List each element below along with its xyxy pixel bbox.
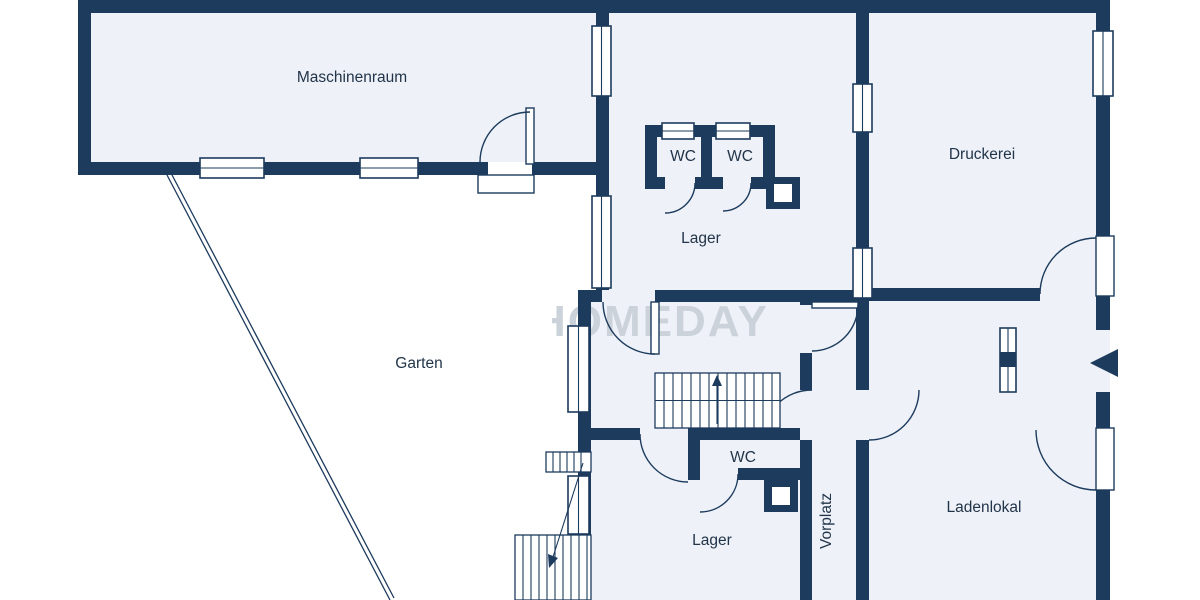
room-label-ladenlokal: Ladenlokal bbox=[946, 499, 1022, 516]
room-label-lager-top: Lager bbox=[681, 230, 721, 247]
shafts-layer bbox=[764, 177, 800, 512]
floors-layer bbox=[91, 13, 1096, 600]
entrance-arrow-icon bbox=[1090, 349, 1118, 377]
boundary-line bbox=[166, 172, 395, 600]
room-label-wc-top-right: WC bbox=[727, 148, 753, 165]
room-label-wc-top-left: WC bbox=[670, 148, 696, 165]
room-label-druckerei: Druckerei bbox=[948, 146, 1016, 163]
stair-direction-arrow bbox=[548, 554, 558, 568]
entry-step bbox=[477, 174, 535, 194]
room-label-wc-bottom: WC bbox=[730, 449, 756, 466]
room-label-vorplatz: Vorplatz bbox=[818, 492, 835, 550]
windows-layer bbox=[199, 25, 1114, 535]
vestibule-pier bbox=[1000, 352, 1016, 367]
room-label-garten: Garten bbox=[395, 355, 443, 372]
room-label-lager-bottom: Lager bbox=[692, 532, 732, 549]
room-label-maschinenraum: Maschinenraum bbox=[296, 69, 408, 86]
staircase-main bbox=[654, 372, 781, 429]
staircase-outside bbox=[514, 451, 592, 600]
stair-direction-arrow bbox=[712, 375, 722, 386]
